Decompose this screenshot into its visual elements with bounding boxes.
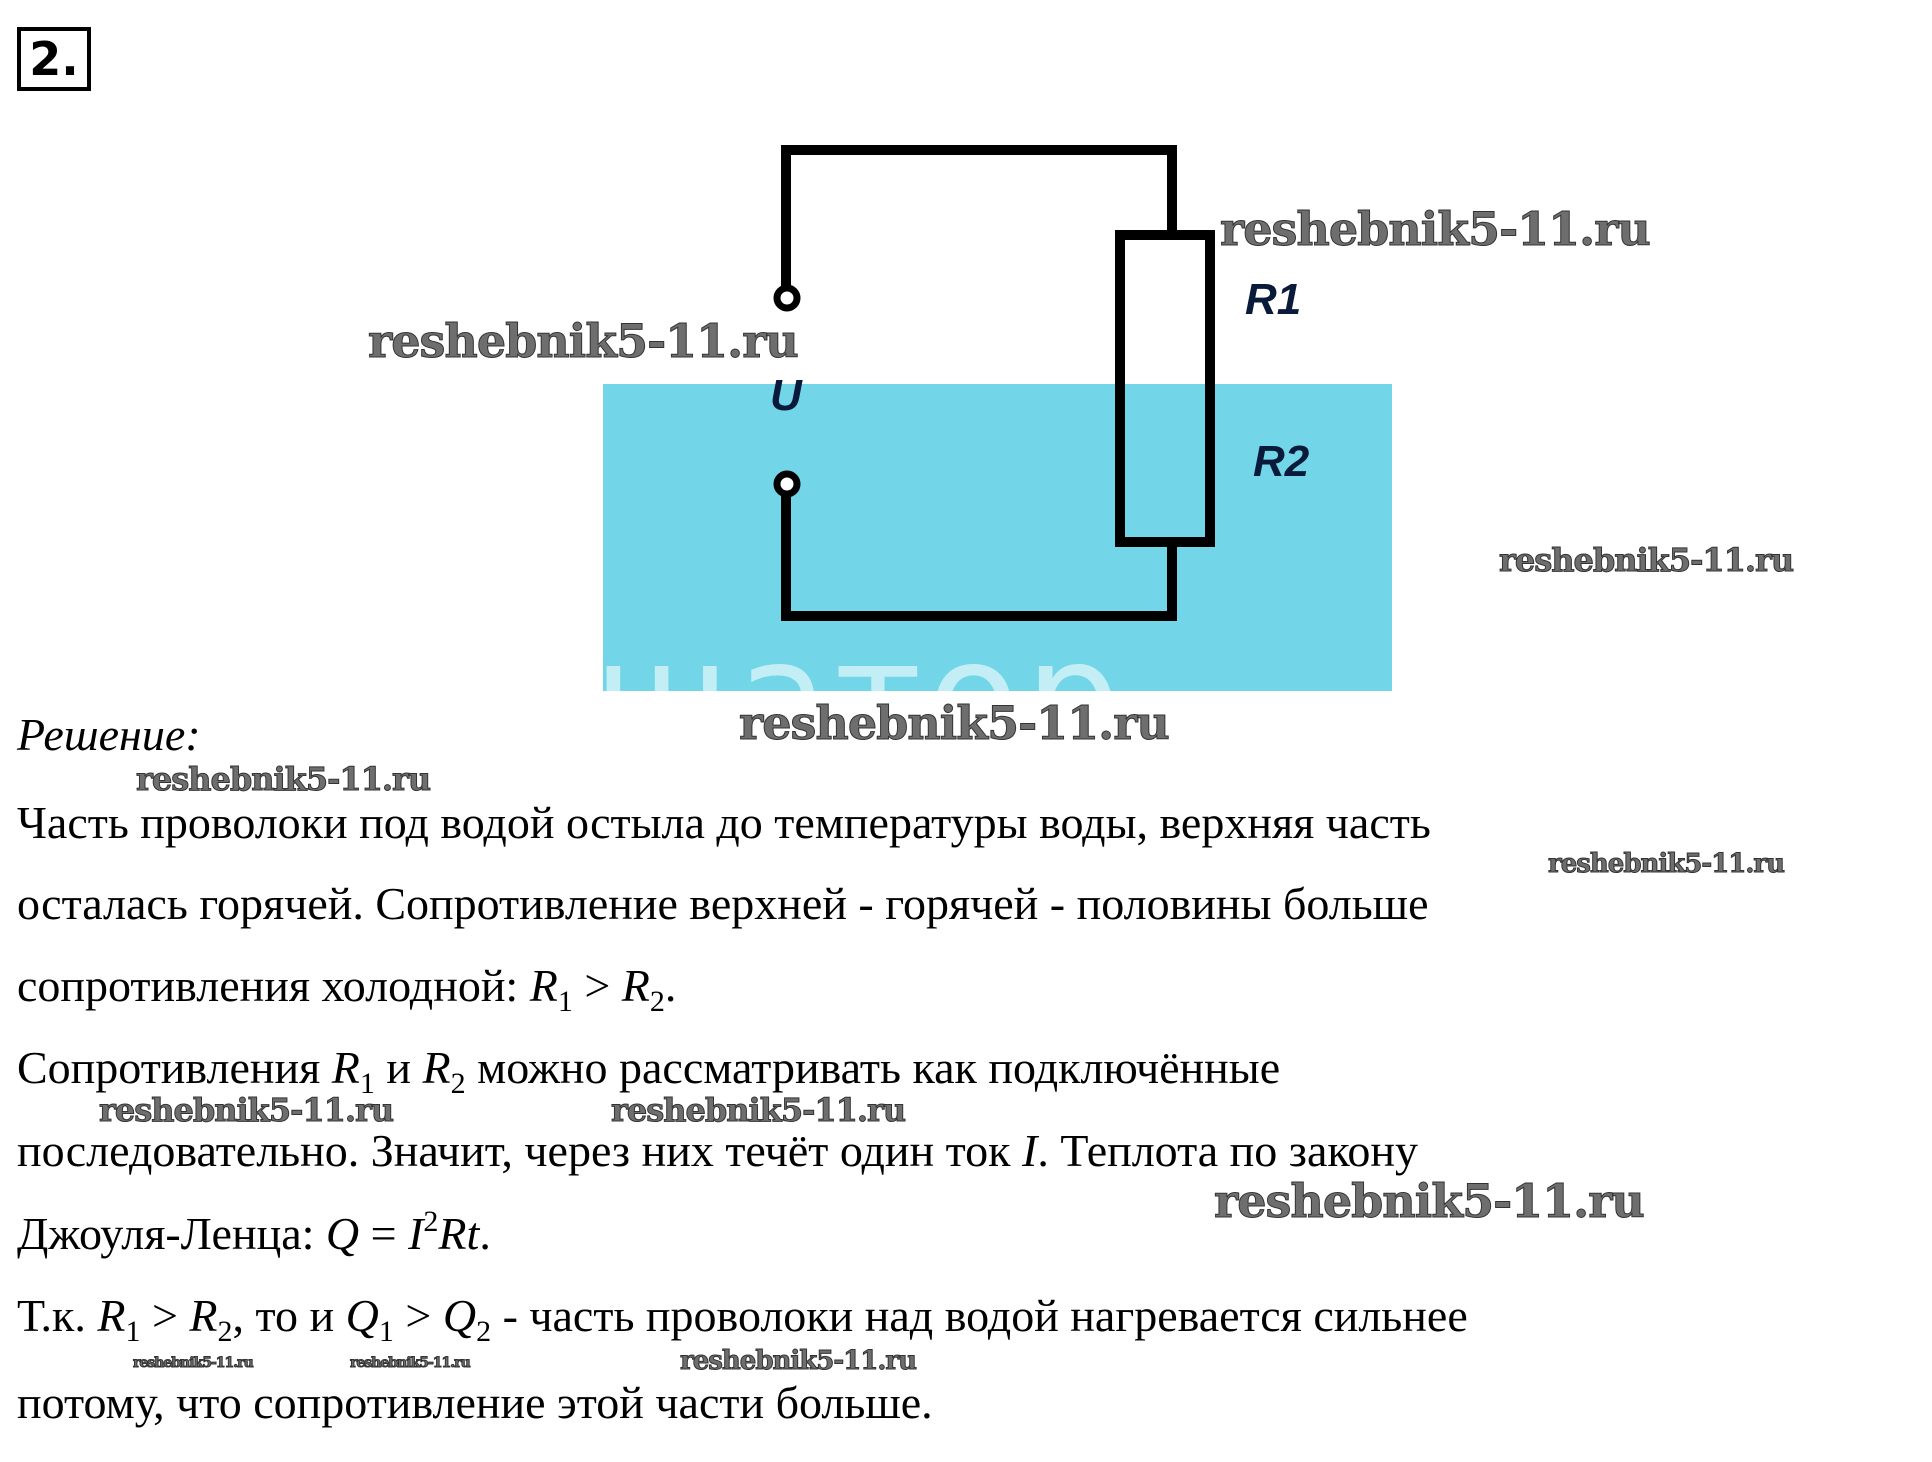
text: , то и [232, 1290, 346, 1341]
water-background-text: шатор [603, 622, 1127, 691]
watermark: reshebnik5-11.ru [610, 1091, 906, 1129]
watermark: reshebnik5-11.ru [1547, 849, 1785, 879]
text: Сопротивления [17, 1042, 332, 1093]
label-u: U [770, 371, 802, 420]
watermark: reshebnik5-11.ru [1214, 1174, 1646, 1228]
solution-line: осталась горячей. Сопротивление верхней … [17, 878, 1429, 929]
math: Rt [438, 1208, 480, 1259]
solution-line: последовательно. Значит, через них течёт… [17, 1128, 1418, 1174]
math: R [621, 960, 650, 1011]
math: 1 [359, 1067, 375, 1100]
math: > [572, 960, 622, 1011]
math: > [393, 1290, 443, 1341]
solution-heading: Решение: [17, 709, 201, 760]
text: можно рассматривать как подключённые [465, 1042, 1281, 1093]
text: - часть проволоки над водой нагревается … [491, 1290, 1468, 1341]
math: Q [442, 1290, 477, 1341]
math: 1 [125, 1315, 141, 1348]
math: 2 [217, 1315, 233, 1348]
top-wire [781, 145, 1177, 290]
math: 2 [450, 1067, 466, 1100]
text: и [374, 1042, 423, 1093]
math: = [359, 1208, 409, 1259]
watermark: reshebnik5-11.ru [135, 760, 431, 798]
math: R [189, 1290, 218, 1341]
watermark: reshebnik5-11.ru [350, 1355, 472, 1371]
math: I [1022, 1125, 1038, 1176]
math: Q [345, 1290, 379, 1341]
math: 2 [476, 1315, 492, 1348]
problem-number: 2. [17, 27, 91, 91]
water-area: шатор [603, 384, 1392, 691]
math: I [408, 1208, 424, 1259]
math: R [529, 960, 558, 1011]
math: 1 [378, 1315, 394, 1348]
text: . Теплота по закону [1037, 1125, 1418, 1176]
math: . [479, 1208, 491, 1259]
label-r2: R2 [1253, 437, 1310, 486]
watermark: reshebnik5-11.ru [98, 1091, 394, 1129]
math: R [97, 1290, 126, 1341]
terminal-bottom [773, 470, 801, 498]
math: 2 [649, 985, 665, 1018]
solution-line: Часть проволоки под водой остыла до темп… [17, 797, 1431, 848]
watermark: reshebnik5-11.ru [133, 1355, 255, 1371]
math: 1 [557, 985, 573, 1018]
text: последовательно. Значит, через них течёт… [17, 1125, 1023, 1176]
math: R [422, 1042, 451, 1093]
terminal-top [773, 284, 801, 312]
text: Т.к. [17, 1290, 98, 1341]
math: R [331, 1042, 360, 1093]
solution-line: сопротивления холодной: R1 > R2. [17, 960, 677, 1017]
math: 2 [423, 1205, 439, 1238]
resistor [1115, 230, 1215, 547]
solution-line: Т.к. R1 > R2, то и Q1 > Q2 - часть прово… [17, 1290, 1468, 1347]
bottom-wire [781, 490, 1177, 621]
watermark: reshebnik5-11.ru [739, 696, 1171, 750]
math: Q [325, 1208, 360, 1259]
math: > [140, 1290, 190, 1341]
solution-line: Джоуля-Ленца: Q = I2Rt. [17, 1207, 491, 1259]
solution-line: потому, что сопротивление этой части бол… [17, 1377, 933, 1428]
math: . [664, 960, 677, 1011]
watermark: reshebnik5-11.ru [368, 314, 800, 368]
text: сопротивления холодной: [17, 960, 530, 1011]
label-r1: R1 [1245, 275, 1302, 324]
watermark: reshebnik5-11.ru [679, 1346, 917, 1376]
solution-line: Сопротивления R1 и R2 можно рассматриват… [17, 1042, 1281, 1099]
watermark: reshebnik5-11.ru [1220, 202, 1652, 256]
watermark: reshebnik5-11.ru [1498, 541, 1794, 579]
text: Джоуля-Ленца: [17, 1208, 326, 1259]
